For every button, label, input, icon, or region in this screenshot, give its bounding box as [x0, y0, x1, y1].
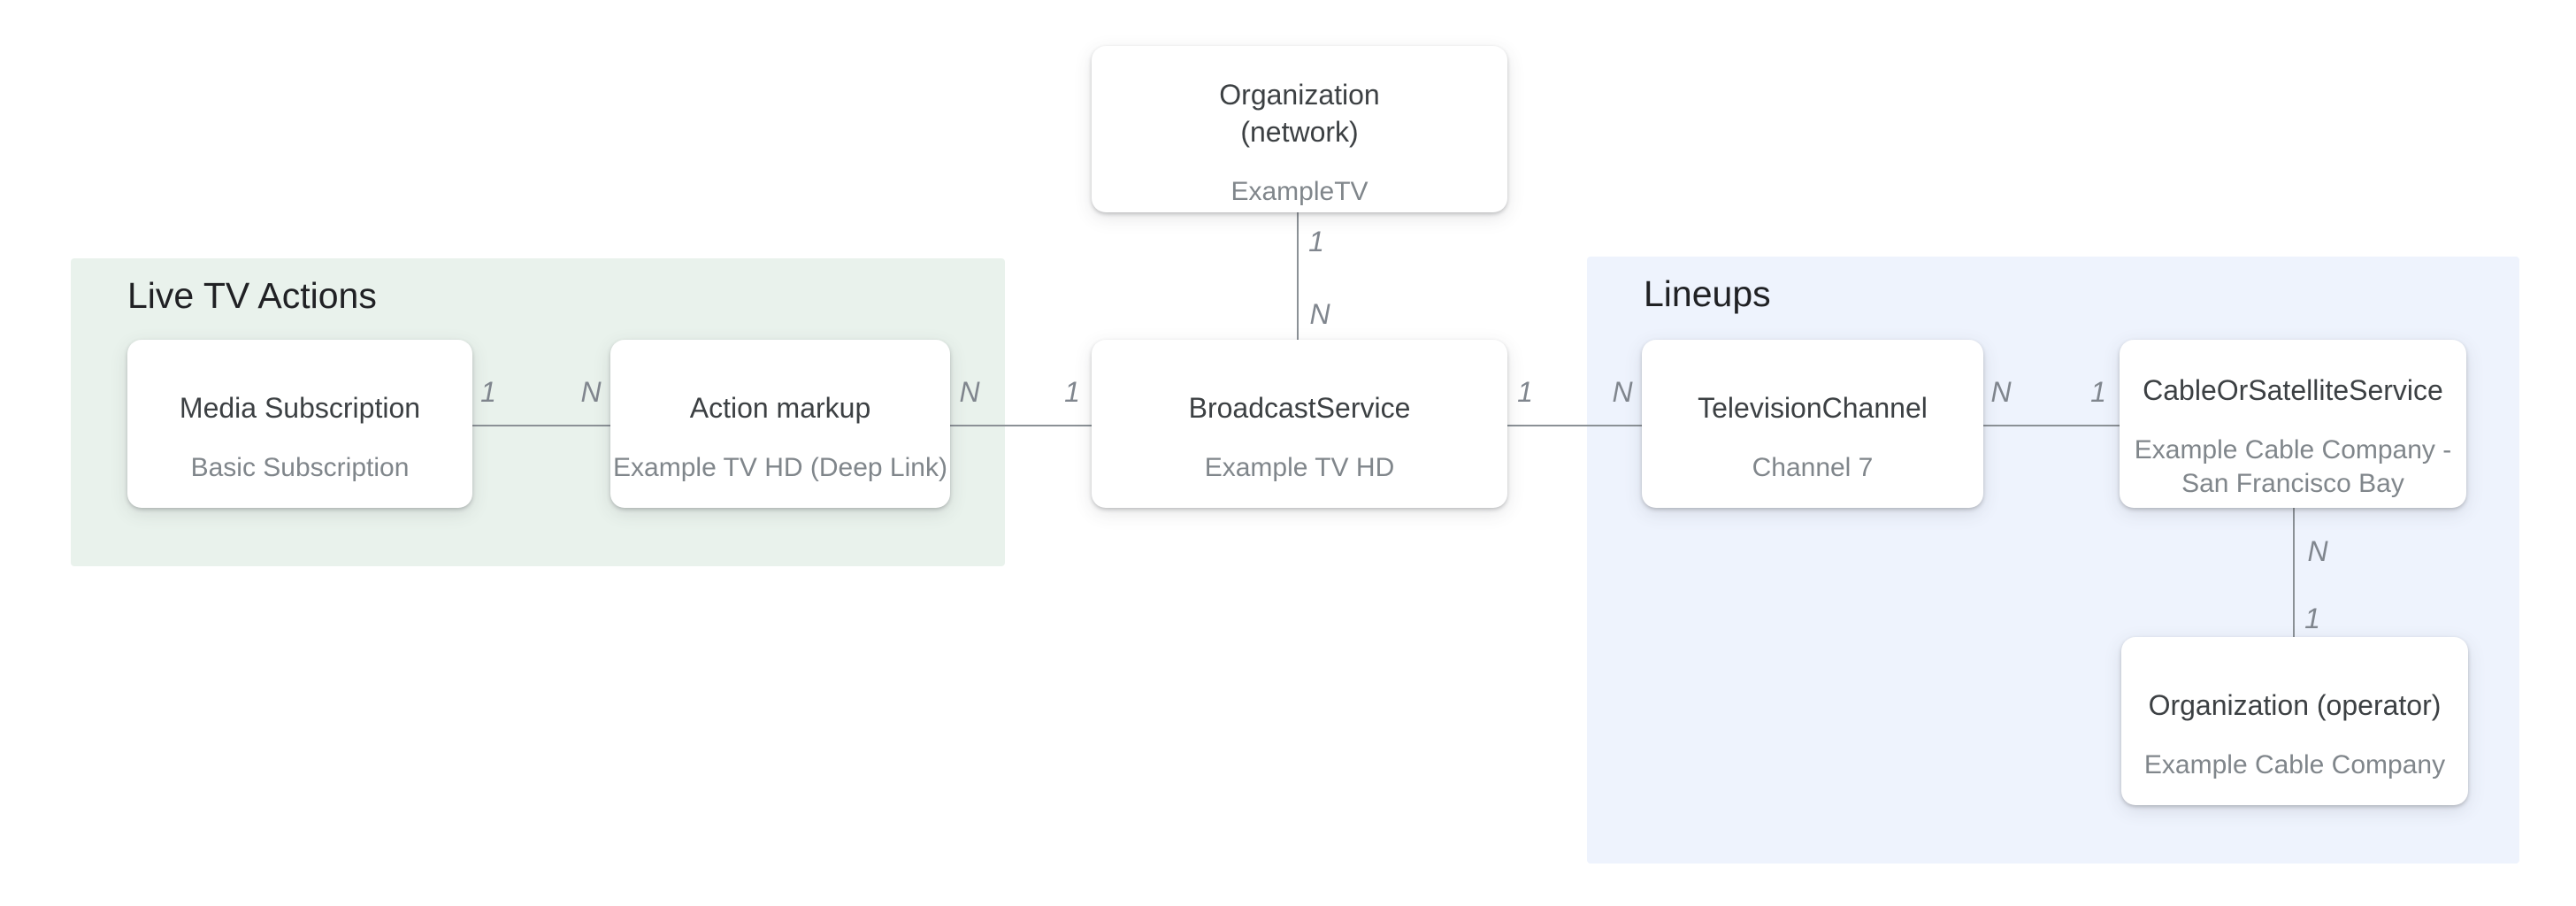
node-subtitle: ExampleTV — [1230, 176, 1368, 206]
cardinality-label-media-side: 1 — [480, 379, 496, 409]
node-subtitle: Example TV HD — [1204, 452, 1395, 482]
connector-broadcast-channel — [1506, 425, 1644, 426]
cardinality-label-network-side: 1 — [1308, 228, 1324, 258]
node-title: Action markup — [689, 394, 871, 424]
cardinality-label-action-side-left: N — [580, 379, 602, 409]
cardinality-label-cable-side-left: 1 — [2090, 379, 2106, 409]
node-subtitle: Example Cable Company — [2143, 749, 2446, 779]
node-broadcast-service: BroadcastService Example TV HD — [1092, 340, 1507, 508]
connector-media-action — [472, 425, 610, 426]
node-subtitle: Example Cable Company - San Francisco Ba… — [2134, 435, 2452, 499]
node-television-channel: TelevisionChannel Channel 7 — [1642, 340, 1983, 508]
node-action-markup: Action markup Example TV HD (Deep Link) — [610, 340, 950, 508]
node-title: Media Subscription — [179, 394, 421, 424]
node-organization-operator: Organization (operator) Example Cable Co… — [2121, 637, 2468, 805]
connector-network-broadcast — [1297, 212, 1299, 340]
node-title: Organization (operator) — [2148, 691, 2442, 721]
node-title: TelevisionChannel — [1698, 394, 1928, 424]
cardinality-label-channel-side-left: N — [1612, 379, 1633, 409]
node-subtitle: Channel 7 — [1752, 452, 1874, 482]
node-title: CableOrSatelliteService — [2143, 377, 2443, 407]
cardinality-label-channel-side-right: N — [1990, 379, 2012, 409]
region-title-live-tv-actions: Live TV Actions — [127, 276, 377, 317]
cardinality-label-broadcast-side-right: 1 — [1517, 379, 1533, 409]
connector-action-broadcast — [948, 425, 1092, 426]
cardinality-label-broadcast-side-vertical: N — [1309, 301, 1330, 331]
node-subtitle: Example TV HD (Deep Link) — [613, 452, 947, 482]
cardinality-label-broadcast-side-left: 1 — [1064, 379, 1080, 409]
node-organization-network: Organization (network) ExampleTV — [1092, 46, 1507, 212]
node-title: BroadcastService — [1188, 394, 1411, 424]
cardinality-label-cable-side-bottom: N — [2307, 538, 2328, 568]
connector-cable-operator — [2293, 508, 2295, 637]
cardinality-label-action-side-right: N — [959, 379, 980, 409]
node-title: Organization (network) — [1219, 81, 1380, 148]
node-media-subscription: Media Subscription Basic Subscription — [127, 340, 472, 508]
connector-channel-cable — [1983, 425, 2120, 426]
node-cable-or-satellite-service: CableOrSatelliteService Example Cable Co… — [2120, 340, 2466, 508]
region-title-lineups: Lineups — [1644, 274, 1771, 315]
node-subtitle: Basic Subscription — [190, 452, 410, 482]
cardinality-label-operator-side: 1 — [2304, 605, 2320, 635]
